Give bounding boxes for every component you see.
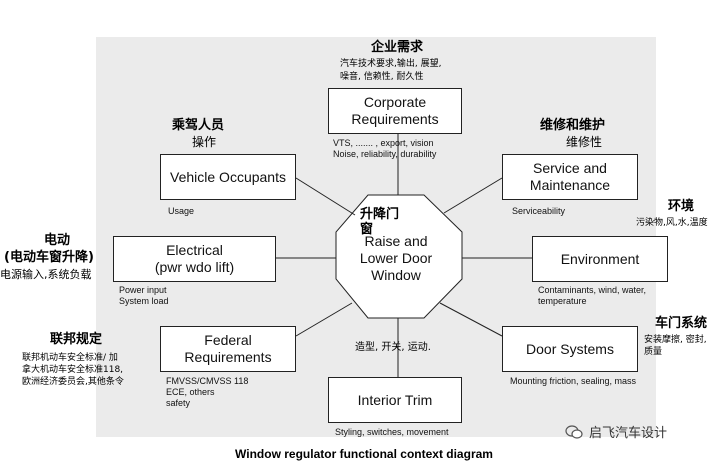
zh-environment-heading: 环境	[668, 199, 695, 214]
center-zh-label: 升降门 窗	[360, 207, 400, 237]
caption-corporate-2: Noise, reliability, durability	[333, 149, 437, 159]
zh-electrical-heading2: (电动车窗升降)	[4, 250, 94, 265]
spoke-federal	[295, 302, 353, 337]
box-environment: Environment	[532, 236, 668, 282]
zh-door-line1: 安装摩擦, 密封,	[644, 335, 707, 345]
box-interior-trim: Interior Trim	[328, 377, 462, 423]
zh-federal-heading: 联邦规定	[50, 332, 103, 347]
caption-environment: Contaminants, wind, water,	[538, 285, 647, 295]
zh-environment-sub: 污染物,风,水,温度	[636, 218, 708, 228]
zh-corporate-line1: 汽车技术要求,输出, 展望,	[340, 59, 442, 69]
center-octagon	[335, 194, 463, 319]
box-federal-requirements: Federal Requirements	[160, 326, 296, 372]
zh-corporate-heading: 企业需求	[371, 40, 424, 55]
box-service-maintenance: Service and Maintenance	[502, 154, 638, 200]
zh-electrical-sub: 电源输入,系统负载	[0, 268, 92, 281]
zh-service-heading: 维修和维护	[540, 118, 606, 133]
spoke-occupants	[295, 177, 356, 216]
caption-federal: FMVSS/CMVSS 118	[166, 376, 249, 386]
watermark: 启飞汽车设计	[565, 422, 667, 441]
caption-corporate: VTS, ....... , export, vision	[333, 138, 434, 148]
wechat-icon	[565, 424, 583, 439]
caption-occupants: Usage	[168, 206, 195, 216]
zh-door-heading: 车门系统	[655, 316, 708, 331]
caption-door: Mounting friction, sealing, mass	[510, 376, 637, 386]
box-electrical: Electrical (pwr wdo lift)	[113, 236, 276, 282]
zh-federal-line3: 欧洲经济委员会,其他条令	[22, 377, 124, 387]
caption-electrical-2: System load	[119, 296, 169, 306]
caption-federal-3: safety	[166, 398, 191, 408]
caption-interior: Styling, switches, movement	[335, 427, 449, 437]
zh-occupants-sub: 操作	[192, 135, 217, 149]
caption-federal-2: ECE, others	[166, 387, 215, 397]
caption-service: Serviceability	[512, 206, 566, 216]
zh-electrical-heading: 电动	[44, 233, 71, 248]
center-label: Raise and Lower Door Window	[359, 233, 433, 283]
box-vehicle-occupants: Vehicle Occupants	[160, 154, 296, 200]
caption-environment-2: temperature	[538, 296, 587, 306]
zh-interior-sub: 造型, 开关, 运动.	[355, 342, 431, 353]
zh-federal-line1: 联邦机动车安全标准/ 加	[22, 353, 118, 363]
spoke-service	[443, 177, 503, 214]
box-corporate-requirements: Corporate Requirements	[328, 88, 462, 134]
zh-service-sub: 维修性	[566, 135, 603, 149]
diagram-caption: Window regulator functional context diag…	[235, 447, 493, 461]
zh-occupants-heading: 乘驾人员	[172, 118, 225, 133]
caption-electrical: Power input	[119, 285, 167, 295]
zh-corporate-line2: 噪音, 信赖性, 耐久性	[340, 72, 424, 82]
zh-door-line2: 质量	[644, 347, 663, 357]
watermark-text: 启飞汽车设计	[589, 426, 668, 441]
box-door-systems: Door Systems	[502, 326, 638, 372]
spoke-door-systems	[439, 302, 503, 337]
zh-federal-line2: 拿大机动车安全标准118,	[22, 365, 124, 375]
